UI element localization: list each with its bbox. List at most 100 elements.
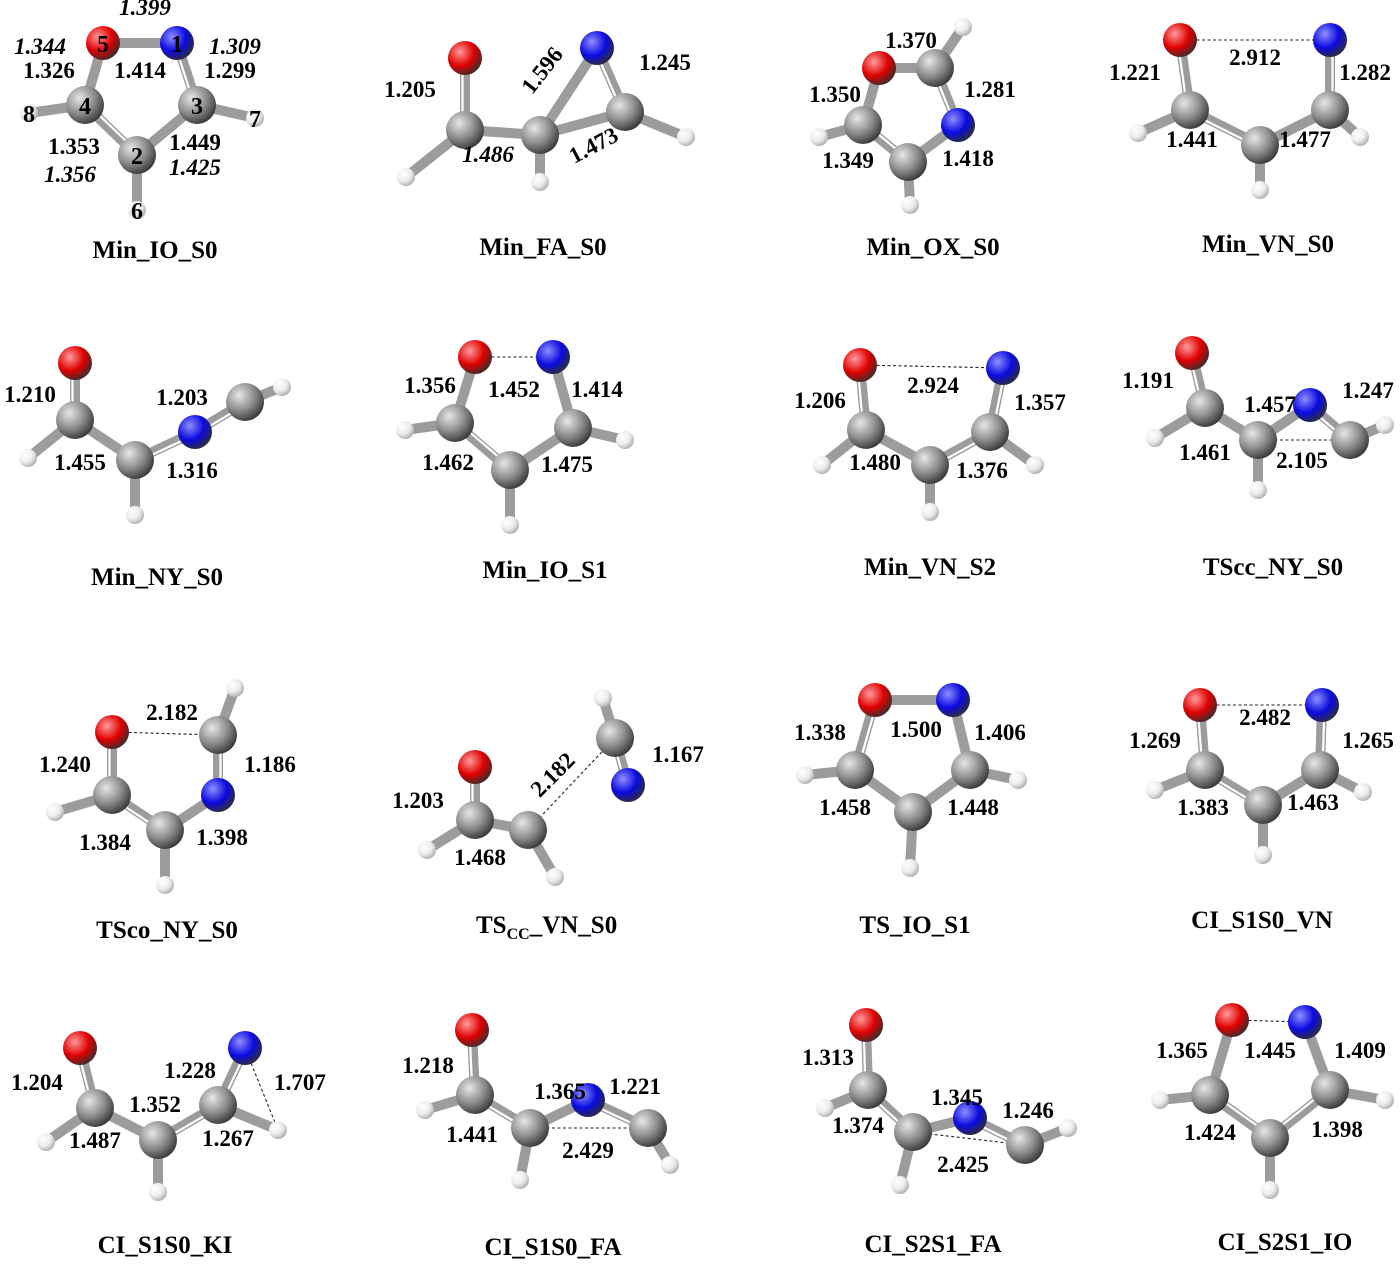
- hydrogen-atom: [1261, 1181, 1279, 1199]
- bond-length-label: 1.486: [462, 142, 514, 167]
- hydrogen-atom: [1376, 416, 1394, 434]
- carbon-atom: [456, 801, 494, 839]
- panel-title-ci-s2s1-io: CI_S2S1_IO: [1218, 1229, 1353, 1256]
- carbon-atom: [146, 811, 184, 849]
- carbon-atom: [847, 411, 885, 449]
- bond-length-label: 1.462: [422, 450, 474, 475]
- hydrogen-atom: [1009, 771, 1027, 789]
- bond-length-label: 1.221: [1109, 60, 1161, 85]
- hydrogen-atom: [37, 1133, 55, 1151]
- carbon-atom: [511, 1109, 549, 1147]
- hydrogen-atom: [1151, 1091, 1169, 1109]
- bond-length-label: 1.441: [446, 1122, 498, 1147]
- bond-length-label: 1.247: [1342, 378, 1394, 403]
- bond-length-label: 1.376: [956, 458, 1008, 483]
- hydrogen-atom: [1376, 1091, 1394, 1109]
- bond-length-label: 1.281: [964, 77, 1016, 102]
- carbon-atom: [93, 776, 131, 814]
- panel-title-ci-s2s1-fa: CI_S2S1_FA: [864, 1231, 1001, 1258]
- carbon-atom: [139, 1121, 177, 1159]
- oxygen-atom: [843, 348, 877, 382]
- hydrogen-atom: [921, 503, 939, 521]
- carbon-atom: [1191, 1076, 1229, 1114]
- bond-length-label: 1.424: [1184, 1120, 1236, 1145]
- hydrogen-atom: [149, 1183, 167, 1201]
- carbon-atom: [1311, 91, 1349, 129]
- bond-length-label: 1.457: [1244, 392, 1296, 417]
- bond-length-label: 1.500: [890, 717, 942, 742]
- atom-number-label: 5: [97, 32, 109, 58]
- hydrogen-atom: [46, 803, 64, 821]
- bond-length-label: 1.463: [1287, 790, 1339, 815]
- bond-length-label: 1.345: [931, 1085, 983, 1110]
- bond-length-label: 1.269: [1129, 728, 1181, 753]
- carbon-atom: [446, 111, 484, 149]
- oxygen-atom: [1215, 1003, 1249, 1037]
- nitrogen-atom: [178, 415, 212, 449]
- carbon-atom: [554, 409, 592, 447]
- bond-length-label: 1.383: [1177, 795, 1229, 820]
- dashed-contact: [527, 737, 616, 831]
- carbon-atom: [1331, 421, 1369, 459]
- dashed-contact: [244, 1047, 279, 1131]
- bond-length-label: 1.441: [1166, 127, 1218, 152]
- atom-number-label: 8: [23, 102, 35, 128]
- bond-length-label: 1.228: [164, 1058, 216, 1083]
- bond-length-label: 1.221: [609, 1074, 661, 1099]
- bond-length-label: 1.349: [822, 148, 874, 173]
- bond-length-label: 2.429: [562, 1138, 614, 1163]
- bond-length-label: 1.487: [69, 1128, 121, 1153]
- bond-length-label: 1.203: [392, 788, 444, 813]
- hydrogen-atom: [661, 1156, 679, 1174]
- bond-length-label: 1.316: [166, 458, 218, 483]
- atom-number-label: 4: [79, 94, 91, 120]
- bond-length-label: 2.182: [526, 748, 580, 802]
- panel-title-min-io-s1: Min_IO_S1: [482, 557, 607, 584]
- hydrogen-atom: [226, 679, 244, 697]
- bond-length-label: 1.353: [48, 134, 100, 159]
- bond-length-label: 1.282: [1339, 60, 1391, 85]
- nitrogen-atom: [160, 26, 194, 60]
- bond-length-label: 1.455: [54, 450, 106, 475]
- bond-length-label: 1.461: [1179, 440, 1231, 465]
- bond-length-label: 1.204: [11, 1070, 63, 1095]
- atom-number-label: 7: [249, 107, 261, 133]
- oxygen-atom: [95, 715, 129, 749]
- hydrogen-atom: [901, 196, 919, 214]
- title-part-vn-s0: _VN_S0: [529, 912, 618, 939]
- carbon-atom: [889, 143, 927, 181]
- bonds-layer: [23, 22, 1390, 1197]
- bond-length-label: 1.445: [1244, 1038, 1296, 1063]
- nitrogen-atom: [571, 1083, 605, 1117]
- bond-length-label: 1.167: [652, 742, 704, 767]
- panel-title-ci-s1s0-fa: CI_S1S0_FA: [484, 1234, 621, 1261]
- atoms-layer: [19, 18, 1394, 1201]
- panel-title-min-ny-s0: Min_NY_S0: [91, 564, 223, 591]
- bond-length-label: 1.452: [488, 377, 540, 402]
- carbon-atom: [894, 1113, 932, 1151]
- hydrogen-atom: [677, 128, 695, 146]
- carbon-atom: [56, 401, 94, 439]
- hydrogen-atom: [397, 168, 415, 186]
- oxygen-atom: [858, 683, 892, 717]
- bond-length-label: 1.309: [209, 34, 261, 59]
- bond-length-label: 1.418: [942, 146, 994, 171]
- carbon-atom: [1186, 751, 1224, 789]
- hydrogen-atom: [813, 456, 831, 474]
- hydrogen-atom: [1254, 846, 1272, 864]
- hydrogen-atom: [156, 876, 174, 894]
- nitrogen-atom: [201, 778, 235, 812]
- hydrogen-atom: [1026, 456, 1044, 474]
- bond-length-label: 1.206: [794, 388, 846, 413]
- bond-length-label: 1.475: [541, 452, 593, 477]
- bond-length-label: 1.384: [79, 830, 131, 855]
- carbon-atom: [1244, 786, 1282, 824]
- bond-length-label: 1.449: [169, 130, 221, 155]
- bond-length-label: 1.338: [794, 720, 846, 745]
- hydrogen-atom: [19, 449, 37, 467]
- hydrogen-atom: [1129, 124, 1147, 142]
- atom-number-label: 2: [131, 144, 143, 170]
- panel-title-tsco-ny-s0: TSco_NY_S0: [96, 917, 238, 944]
- carbon-atom: [199, 1086, 237, 1124]
